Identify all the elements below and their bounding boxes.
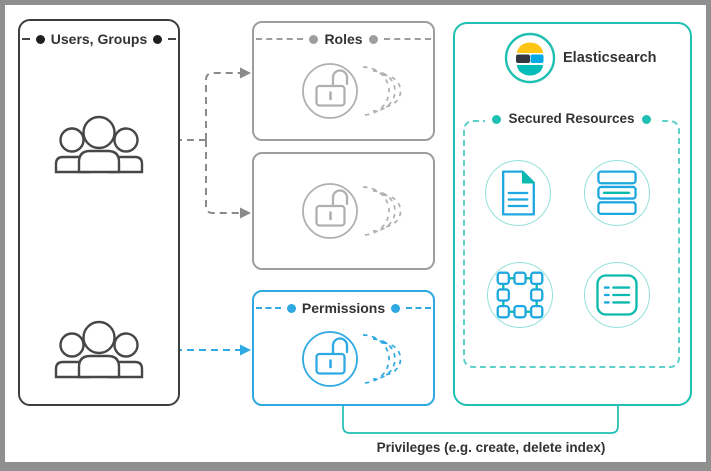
cluster-nodes-icon [496, 271, 544, 319]
open-padlock-icon [302, 331, 402, 387]
permissions-label-row: Permissions [256, 300, 432, 316]
dashed-line [168, 38, 177, 40]
permissions-box: Permissions [252, 290, 435, 406]
users-groups-box: Users, Groups [18, 19, 180, 406]
open-padlock-icon [302, 183, 402, 239]
bullet-dot [641, 114, 651, 124]
roles-label: Roles [324, 31, 363, 47]
secured-resources-label-row: Secured Resources [465, 111, 678, 126]
stacked-index-rows-icon [597, 170, 637, 216]
roles-box: Roles [252, 21, 435, 141]
privileges-line [342, 348, 619, 434]
dashed-line [256, 307, 281, 309]
users-groups-label-row: Users, Groups [22, 31, 177, 47]
resource-index-rows [584, 160, 650, 226]
roles-label-row: Roles [256, 31, 431, 47]
dashed-line [22, 38, 30, 40]
resource-index-list [584, 262, 650, 328]
resource-document [485, 160, 551, 226]
elasticsearch-logo-icon [504, 32, 556, 84]
dashed-line [383, 38, 431, 40]
users-groups-label: Users, Groups [50, 31, 148, 47]
elasticsearch-title: Elasticsearch [563, 50, 657, 66]
users-group-icon [54, 115, 144, 174]
bullet-dot [309, 34, 319, 44]
document-icon [501, 170, 535, 216]
bullet-dot [368, 34, 378, 44]
dashed-line [406, 307, 432, 309]
users-group-icon [54, 320, 144, 379]
dashed-line [256, 38, 304, 40]
users-to-roles-upper-line [205, 72, 240, 140]
bullet-dot [492, 114, 502, 124]
index-list-icon [596, 274, 638, 316]
arrowhead-icon [240, 207, 251, 219]
bullet-dot [286, 303, 296, 313]
permissions-label: Permissions [301, 300, 386, 316]
open-padlock-icon [302, 63, 402, 119]
elasticsearch-box: Elasticsearch Secured Resources [453, 22, 692, 406]
secured-resources-box: Secured Resources [463, 112, 680, 368]
users-to-roles-lower-line [205, 140, 240, 214]
role-box-secondary [252, 152, 435, 270]
secured-resources-label: Secured Resources [508, 111, 635, 126]
privileges-caption: Privileges (e.g. create, delete index) [376, 440, 606, 455]
bullet-dot [35, 34, 45, 44]
bullet-dot [153, 34, 163, 44]
arrowhead-icon [240, 344, 251, 356]
arrowhead-icon [240, 67, 251, 79]
resource-cluster [487, 262, 553, 328]
bullet-dot [391, 303, 401, 313]
